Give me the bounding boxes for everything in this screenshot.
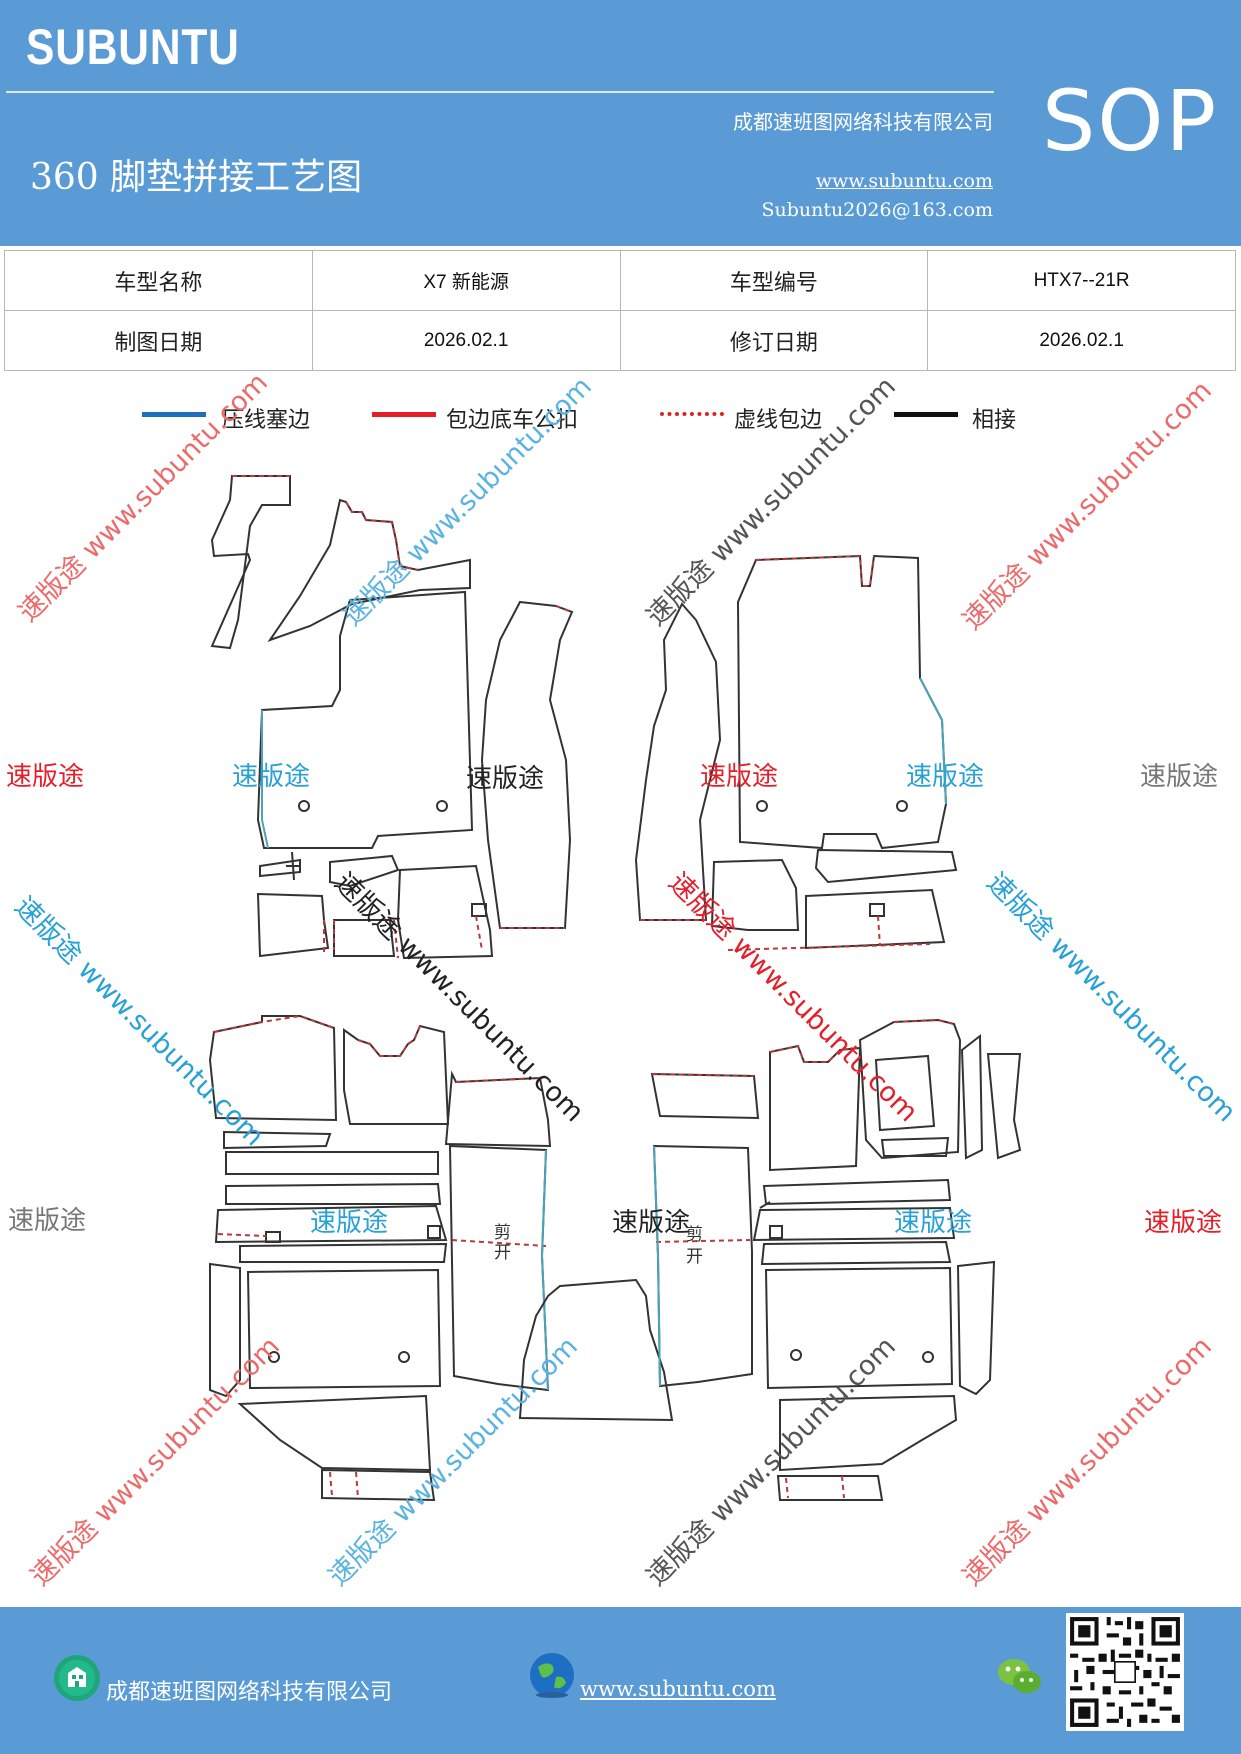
legend-swatch-dotted bbox=[660, 412, 724, 416]
mat-piece-tunnel-center bbox=[518, 1278, 674, 1422]
qr-code[interactable] bbox=[1066, 1613, 1184, 1731]
header-website-link[interactable]: www.subuntu.com bbox=[815, 170, 993, 192]
footer-company: 成都速班图网络科技有限公司 bbox=[106, 1680, 393, 1705]
legend-swatch-black bbox=[894, 412, 958, 417]
cut-label-left-1: 剪 bbox=[494, 1223, 511, 1243]
mat-piece-rear-right-top bbox=[650, 1018, 1022, 1172]
legend-swatch-red bbox=[372, 412, 436, 417]
cut-label-right-2: 开 bbox=[686, 1247, 703, 1267]
draw-date-label: 制图日期 bbox=[4, 310, 313, 371]
model-code-value: HTX7--21R bbox=[927, 250, 1236, 311]
vehicle-info-table: 车型名称 X7 新能源 车型编号 HTX7--21R 制图日期 2026.02.… bbox=[4, 250, 1236, 371]
globe-icon bbox=[530, 1653, 574, 1698]
model-name-label: 车型名称 bbox=[4, 250, 313, 311]
footer-website-link[interactable]: www.subuntu.com bbox=[580, 1677, 776, 1701]
mat-piece-front-right-main bbox=[736, 554, 948, 850]
document-title: 360 脚垫拼接工艺图 bbox=[30, 157, 363, 198]
watermark-text: 速版途 bbox=[612, 1208, 691, 1238]
brand-logo-text: SUBUNTU bbox=[26, 19, 240, 75]
watermark-text: 速版途 bbox=[8, 1206, 87, 1236]
mat-piece-rear-left-main bbox=[209, 1262, 442, 1502]
watermark-text: 速版途 bbox=[232, 762, 311, 792]
header-banner: SUBUNTU 成都速班图网络科技有限公司 360 脚垫拼接工艺图 www.su… bbox=[0, 0, 1241, 246]
revise-date-label: 修订日期 bbox=[619, 310, 929, 371]
model-name-value: X7 新能源 bbox=[311, 250, 621, 311]
mat-piece-upper-left-corner bbox=[210, 475, 291, 650]
watermark-text: 速版途 bbox=[894, 1208, 973, 1238]
mat-piece-upper-left-wedge bbox=[267, 498, 471, 642]
legend-label-dotted-edge: 虚线包边 bbox=[734, 408, 823, 433]
model-code-label: 车型编号 bbox=[619, 250, 929, 311]
mat-piece-rear-right-main bbox=[764, 1260, 996, 1501]
sop-badge: SOP bbox=[1042, 72, 1219, 170]
mat-splicing-drawing: 剪 开 剪 开 bbox=[208, 475, 1022, 1502]
mat-piece-front-left-main bbox=[256, 590, 474, 849]
watermark-text: 速版途 bbox=[1144, 1208, 1223, 1238]
legend-label-edge-buckle: 包边底车公扣 bbox=[446, 408, 579, 433]
mat-piece-front-left-lower bbox=[256, 851, 494, 960]
revise-date-value: 2026.02.1 bbox=[927, 310, 1236, 371]
cut-label-left-2: 开 bbox=[494, 1243, 511, 1263]
legend-label-press-line: 压线塞边 bbox=[222, 408, 311, 433]
draw-date-value: 2026.02.1 bbox=[311, 310, 621, 371]
watermark-text: 速版途 bbox=[6, 762, 85, 792]
legend-swatch-blue bbox=[142, 412, 206, 417]
watermark-text: 速版途 bbox=[310, 1208, 389, 1238]
legend-label-join: 相接 bbox=[972, 408, 1017, 433]
mat-piece-rear-left-strips bbox=[214, 1130, 448, 1263]
mat-piece-rear-left-top bbox=[208, 1014, 552, 1148]
mat-piece-front-right-side bbox=[634, 602, 722, 921]
qr-code-pattern bbox=[1066, 1613, 1184, 1731]
watermark-text: 速版途 bbox=[700, 762, 779, 792]
mat-piece-rear-right-strips bbox=[752, 1136, 956, 1266]
watermark-text: 速版途 bbox=[1140, 762, 1219, 792]
building-icon bbox=[54, 1655, 100, 1701]
footer-banner: 成都速班图网络科技有限公司 www.subuntu.com bbox=[0, 1607, 1241, 1754]
header-email: Subuntu2026@163.com bbox=[761, 199, 993, 221]
watermark-text: 速版途 bbox=[906, 762, 985, 792]
wechat-icon[interactable] bbox=[996, 1655, 1044, 1699]
mat-piece-rear-center-right bbox=[652, 1144, 753, 1388]
mat-piece-front-left-side bbox=[480, 600, 574, 929]
table-row: 车型名称 X7 新能源 车型编号 HTX7--21R bbox=[4, 250, 1236, 311]
watermark-text: 速版途 bbox=[466, 764, 545, 794]
header-divider bbox=[6, 91, 994, 93]
mat-piece-front-right-lower bbox=[710, 848, 958, 951]
line-legend: 压线塞边 包边底车公扣 虚线包边 相接 bbox=[0, 390, 1241, 440]
table-row: 制图日期 2026.02.1 修订日期 2026.02.1 bbox=[4, 310, 1236, 371]
cut-label-right-1: 剪 bbox=[686, 1225, 703, 1245]
header-company: 成都速班图网络科技有限公司 bbox=[733, 110, 993, 134]
